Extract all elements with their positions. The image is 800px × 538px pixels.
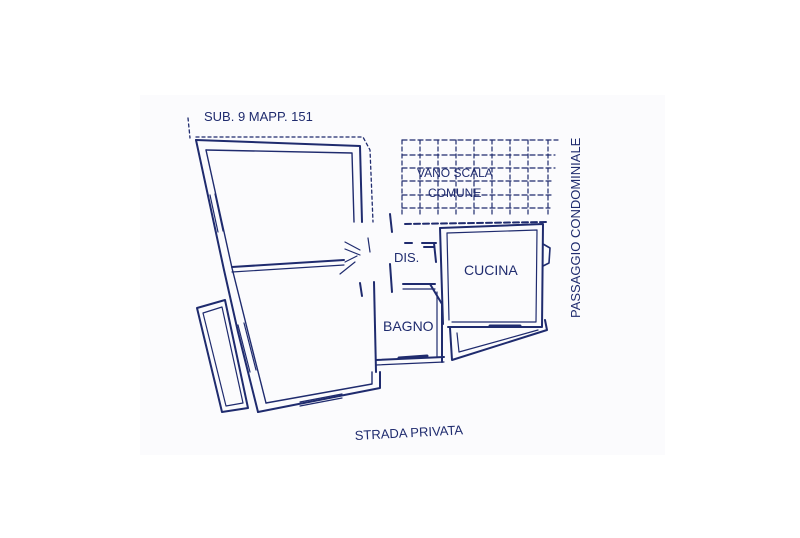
neighbour-boundary-left: [187, 117, 191, 139]
label-dis: DIS.: [394, 250, 419, 265]
label-cucina: CUCINA: [464, 262, 518, 278]
neighbour-boundary-top: [195, 136, 374, 223]
label-comune: COMUNE: [428, 186, 481, 200]
label-bagno: BAGNO: [383, 318, 434, 334]
left-wall-windows: [209, 193, 257, 373]
label-vano-scala: VANO SCALA: [417, 166, 493, 180]
apartment-outer-wall: [195, 139, 381, 413]
label-sub-mapp: SUB. 9 MAPP. 151: [204, 109, 313, 124]
stair-area: [401, 139, 559, 225]
dis-walls: [404, 242, 437, 263]
cucina-lower-passage: [449, 319, 548, 361]
bottom-wall-window: [299, 393, 343, 407]
balcony: [196, 299, 249, 413]
room-partition: [231, 259, 345, 273]
door-swings: [339, 237, 371, 275]
label-passaggio-condominiale: PASSAGGIO CONDOMINIALE: [568, 137, 583, 318]
label-strada-privata: STRADA PRIVATA: [354, 422, 463, 443]
